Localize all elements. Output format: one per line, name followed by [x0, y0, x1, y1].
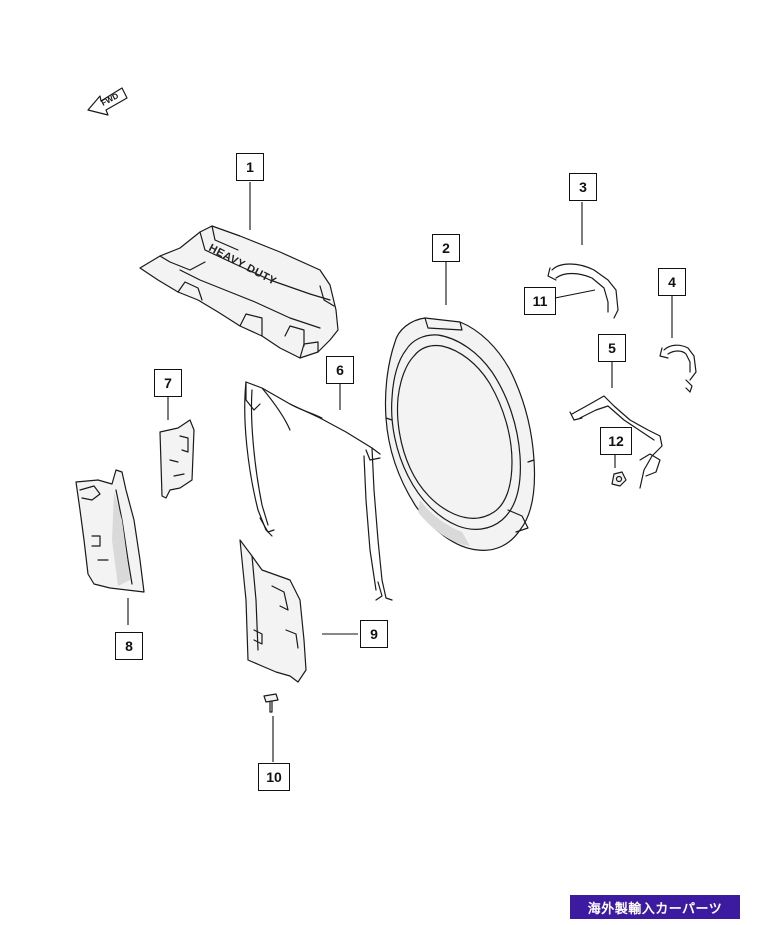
watermark-banner: 海外製輸入カーパーツ	[570, 895, 740, 919]
forward-arrow-icon: FWD	[87, 87, 128, 116]
callout-10: 10	[258, 763, 290, 791]
part-upper-bracket	[547, 263, 619, 319]
part-right-side-seal	[239, 539, 307, 683]
callout-12: 12	[600, 427, 632, 455]
leader-lines	[127, 182, 673, 762]
callout-2: 2	[432, 234, 460, 262]
part-left-side-seal	[75, 469, 145, 593]
callout-8: 8	[115, 632, 143, 660]
forward-arrow-label: FWD	[100, 91, 121, 108]
part-lower-shroud	[244, 381, 393, 601]
callout-9: 9	[360, 620, 388, 648]
callout-3: 3	[569, 173, 597, 201]
callout-5: 5	[598, 334, 626, 362]
part-seal-plate	[159, 419, 195, 499]
part-fan-ring	[384, 317, 536, 551]
part-upper-shroud: HEAVY DUTY	[139, 225, 339, 359]
part-push-pin	[263, 693, 279, 713]
callout-7: 7	[154, 369, 182, 397]
callout-11: 11	[524, 287, 556, 315]
callout-4: 4	[658, 268, 686, 296]
part-support-bracket	[569, 395, 663, 489]
part-nut	[611, 471, 627, 487]
part-clamp-bracket	[659, 344, 697, 393]
callout-1: 1	[236, 153, 264, 181]
callout-6: 6	[326, 356, 354, 384]
